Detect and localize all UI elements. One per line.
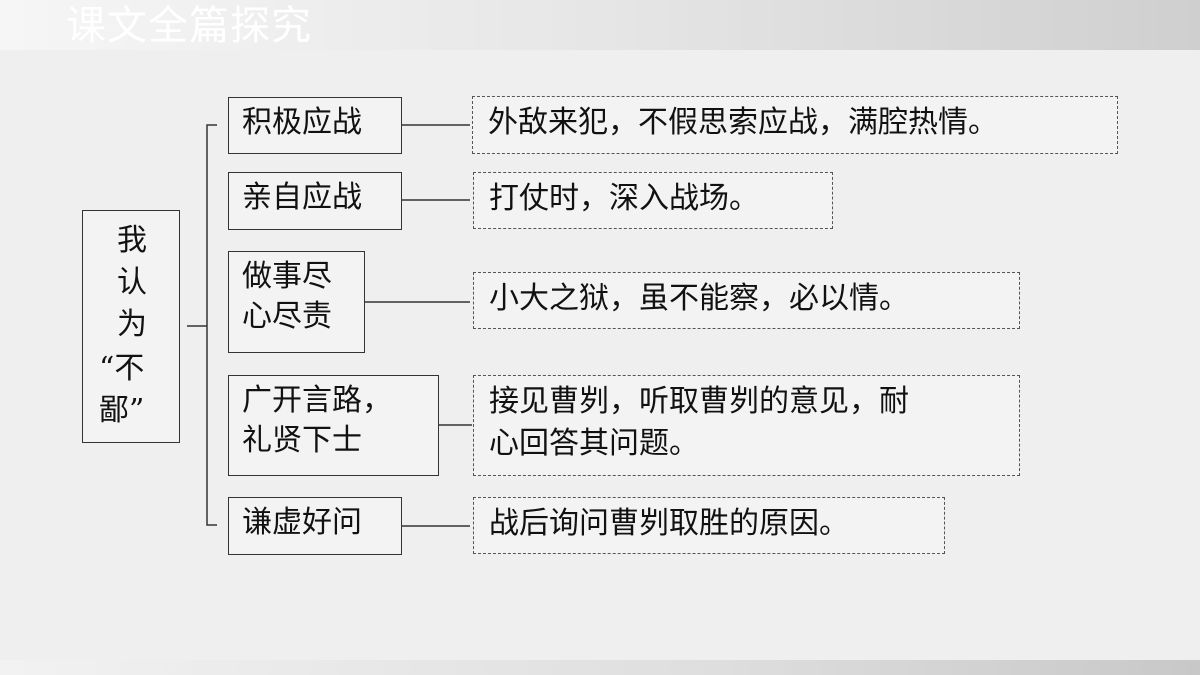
root-line: “不	[99, 351, 145, 386]
description-box-5: 战后询问曹刿取胜的原因。	[473, 497, 945, 554]
root-line: 我	[117, 223, 147, 258]
description-text: 接见曹刿，听取曹刿的意见，耐	[489, 384, 909, 419]
category-label: 礼贤下士	[242, 423, 362, 458]
root-line: 为	[117, 307, 147, 342]
category-label: 亲自应战	[242, 180, 362, 215]
root-line: 认	[117, 265, 147, 300]
description-text: 心回答其问题。	[489, 426, 699, 461]
title-bar	[0, 0, 1200, 50]
page-title: 课文全篇探究	[66, 3, 312, 49]
description-text: 外敌来犯，不假思索应战，满腔热情。	[488, 105, 998, 140]
description-text: 打仗时，深入战场。	[489, 181, 759, 216]
category-box-4: 广开言路， 礼贤下士	[228, 375, 439, 476]
root-box: 我 认 为 “不 鄙”	[82, 210, 180, 443]
description-box-1: 外敌来犯，不假思索应战，满腔热情。	[472, 96, 1118, 154]
category-box-5: 谦虚好问	[228, 497, 402, 555]
category-label: 做事尽	[242, 259, 332, 294]
root-line: 鄙”	[99, 393, 145, 428]
category-box-2: 亲自应战	[228, 172, 402, 230]
category-box-1: 积极应战	[228, 97, 402, 154]
description-box-2: 打仗时，深入战场。	[473, 172, 833, 229]
description-text: 小大之狱，虽不能察，必以情。	[489, 281, 909, 316]
category-label: 积极应战	[242, 105, 362, 140]
category-label: 心尽责	[242, 299, 332, 334]
bracket-line	[206, 124, 217, 526]
category-label: 谦虚好问	[242, 505, 362, 540]
description-text: 战后询问曹刿取胜的原因。	[489, 506, 849, 541]
footer-bar	[0, 660, 1200, 675]
category-label: 广开言路，	[242, 383, 392, 418]
description-box-4: 接见曹刿，听取曹刿的意见，耐 心回答其问题。	[473, 375, 1020, 476]
category-box-3: 做事尽 心尽责	[228, 251, 365, 353]
description-box-3: 小大之狱，虽不能察，必以情。	[473, 272, 1020, 329]
